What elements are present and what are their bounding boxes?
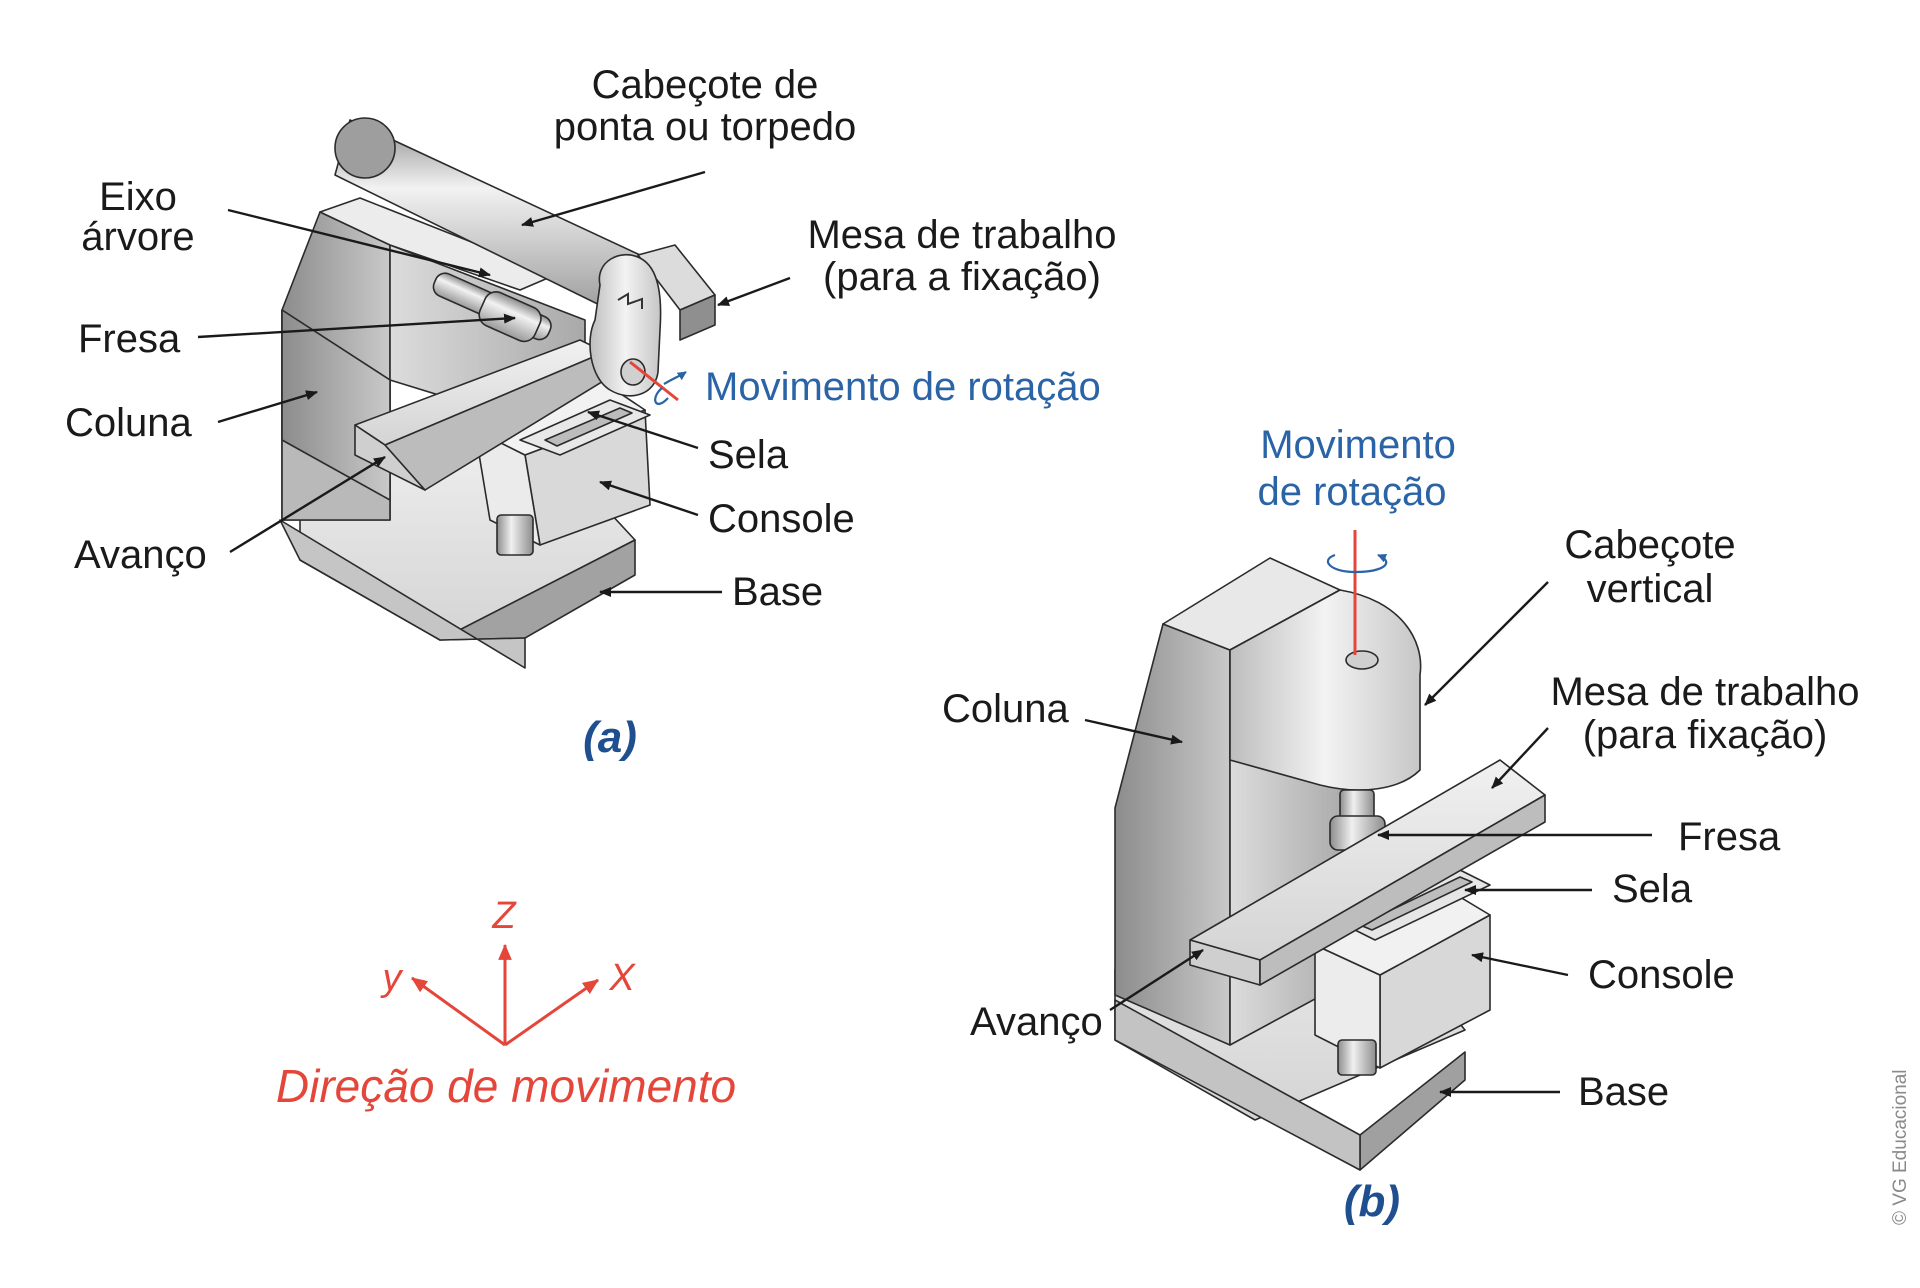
table-a-rear-side [679, 294, 716, 341]
label-sela-b: Sela [1612, 867, 1693, 911]
label-fresa-b: Fresa [1678, 815, 1781, 859]
caption-a: (a) [583, 713, 637, 762]
arbor-support-a [589, 253, 662, 397]
label-mesa-b-1: Mesa de trabalho [1550, 670, 1859, 714]
caption-b: (b) [1344, 1177, 1400, 1226]
saddle-b-groove [1359, 876, 1473, 931]
label-coluna-a: Coluna [65, 401, 193, 445]
base-a-left [279, 519, 526, 669]
label-mesa-a-2: (para a fixação) [823, 255, 1101, 299]
label-movimento-b-1: Movimento [1260, 423, 1456, 467]
leaders-a [197, 170, 791, 597]
label-sela-a: Sela [708, 433, 789, 477]
spindle-hole-b [1345, 650, 1379, 670]
label-fresa-a: Fresa [78, 317, 181, 361]
label-avanco-b: Avanço [970, 1000, 1103, 1044]
axis-y-label: y [380, 957, 404, 999]
axes-title: Direção de movimento [276, 1060, 736, 1112]
horizontal-milling-machine [279, 117, 716, 669]
label-base-b: Base [1578, 1070, 1669, 1114]
column-a-top [319, 197, 556, 291]
vertical-milling-machine [1114, 557, 1546, 1171]
label-console-a: Console [708, 497, 855, 541]
vertical-head-b [1229, 589, 1422, 791]
table-b-side [1259, 794, 1546, 986]
axis-z-label: Z [491, 895, 517, 937]
label-cabecote-b-2: vertical [1587, 567, 1714, 611]
dovetail-a [617, 292, 643, 309]
rotation-indicator-b [1327, 530, 1388, 655]
axes-triad [411, 943, 599, 1047]
label-cabecote-b-1: Cabeçote [1564, 523, 1735, 567]
label-mesa-b-2: (para fixação) [1583, 713, 1828, 757]
label-movimento-a: Movimento de rotação [705, 365, 1101, 409]
label-console-b: Console [1588, 953, 1735, 997]
label-cabecote-a-1: Cabeçote de [592, 63, 819, 107]
label-base-a: Base [732, 570, 823, 614]
leaders-b [1084, 581, 1652, 1097]
label-cabecote-a-2: ponta ou torpedo [554, 105, 856, 149]
label-coluna-b: Coluna [942, 687, 1070, 731]
label-movimento-b-2: de rotação [1257, 470, 1446, 514]
label-eixo-1: Eixo [99, 175, 177, 219]
label-mesa-a-1: Mesa de trabalho [807, 213, 1116, 257]
console-a-screw [496, 514, 534, 556]
rotation-indicator-a [629, 360, 687, 405]
label-eixo-2: árvore [81, 215, 194, 259]
console-b-screw [1337, 1039, 1377, 1076]
label-avanco-a: Avanço [74, 533, 207, 577]
base-b-left [1114, 999, 1361, 1171]
credit: © VG Educacional [1890, 1069, 1911, 1225]
column-b-left [1114, 623, 1231, 1046]
axis-x-label: X [608, 957, 636, 999]
overarm-a-back [334, 117, 396, 179]
